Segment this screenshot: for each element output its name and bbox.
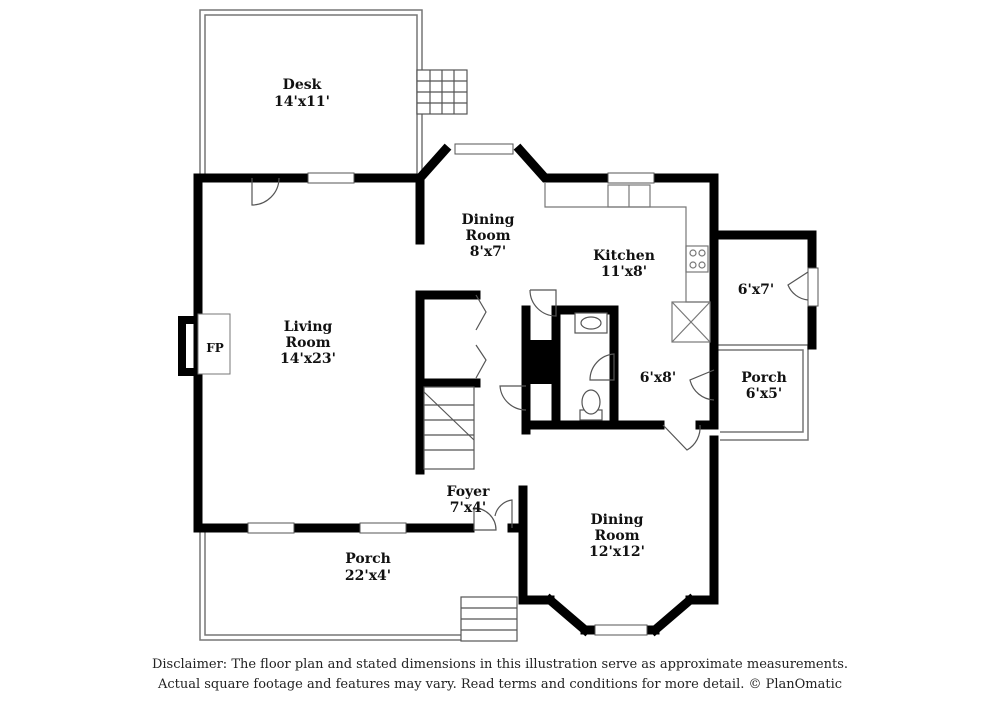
svg-text:Porch: Porch bbox=[741, 370, 787, 386]
room-label-porch-front: Porch 22'x4' bbox=[345, 551, 391, 584]
desk-deck bbox=[199, 9, 423, 176]
svg-text:Room: Room bbox=[285, 335, 330, 351]
svg-text:Foyer: Foyer bbox=[447, 484, 491, 500]
svg-text:FP: FP bbox=[206, 341, 224, 355]
interior-stairs bbox=[423, 386, 475, 470]
svg-text:Dining: Dining bbox=[462, 212, 515, 228]
svg-text:12'x12': 12'x12' bbox=[589, 544, 645, 560]
floor-plan: Desk 14'x11' Dining Room 8'x7' Kitchen 1… bbox=[178, 9, 819, 642]
doors bbox=[251, 177, 809, 531]
side-porch-outline bbox=[714, 344, 809, 441]
kitchen-counter bbox=[544, 183, 711, 343]
front-porch-outline bbox=[199, 530, 463, 641]
svg-text:Room: Room bbox=[594, 528, 639, 544]
disclaimer-line-2: Actual square footage and features may v… bbox=[157, 677, 843, 692]
front-porch-stairs bbox=[460, 596, 518, 642]
room-label-living: Living Room 14'x23' bbox=[280, 319, 336, 367]
svg-text:6'x8': 6'x8' bbox=[640, 370, 676, 386]
svg-text:22'x4': 22'x4' bbox=[345, 568, 391, 584]
utility-block bbox=[528, 340, 556, 384]
room-label-dining-top: Dining Room 8'x7' bbox=[462, 212, 515, 260]
svg-text:6'x7': 6'x7' bbox=[738, 282, 774, 298]
svg-text:Desk: Desk bbox=[283, 77, 322, 93]
room-label-fireplace: FP bbox=[206, 341, 224, 355]
bath-fixtures bbox=[574, 312, 608, 421]
desk-stairs bbox=[416, 69, 468, 115]
svg-text:14'x23': 14'x23' bbox=[280, 351, 336, 367]
windows bbox=[247, 143, 819, 636]
svg-text:Dining: Dining bbox=[591, 512, 644, 528]
svg-text:Kitchen: Kitchen bbox=[593, 248, 655, 264]
svg-text:Porch: Porch bbox=[345, 551, 391, 567]
svg-text:Room: Room bbox=[465, 228, 510, 244]
svg-text:7'x4': 7'x4' bbox=[450, 500, 486, 516]
svg-text:11'x8': 11'x8' bbox=[601, 264, 647, 280]
svg-text:6'x5': 6'x5' bbox=[746, 386, 782, 402]
room-label-small-room: 6'x7' bbox=[738, 282, 774, 298]
disclaimer-line-1: Disclaimer: The floor plan and stated di… bbox=[151, 657, 849, 672]
svg-text:Living: Living bbox=[284, 319, 333, 335]
room-label-desk: Desk 14'x11' bbox=[274, 77, 330, 110]
svg-text:14'x11': 14'x11' bbox=[274, 94, 330, 110]
room-label-bath: 6'x8' bbox=[640, 370, 676, 386]
room-label-dining-bottom: Dining Room 12'x12' bbox=[589, 512, 645, 560]
room-label-porch-side: Porch 6'x5' bbox=[741, 370, 787, 402]
svg-text:8'x7': 8'x7' bbox=[470, 244, 506, 260]
fireplace bbox=[178, 313, 231, 376]
room-label-kitchen: Kitchen 11'x8' bbox=[593, 248, 655, 280]
room-label-foyer: Foyer 7'x4' bbox=[447, 484, 491, 516]
